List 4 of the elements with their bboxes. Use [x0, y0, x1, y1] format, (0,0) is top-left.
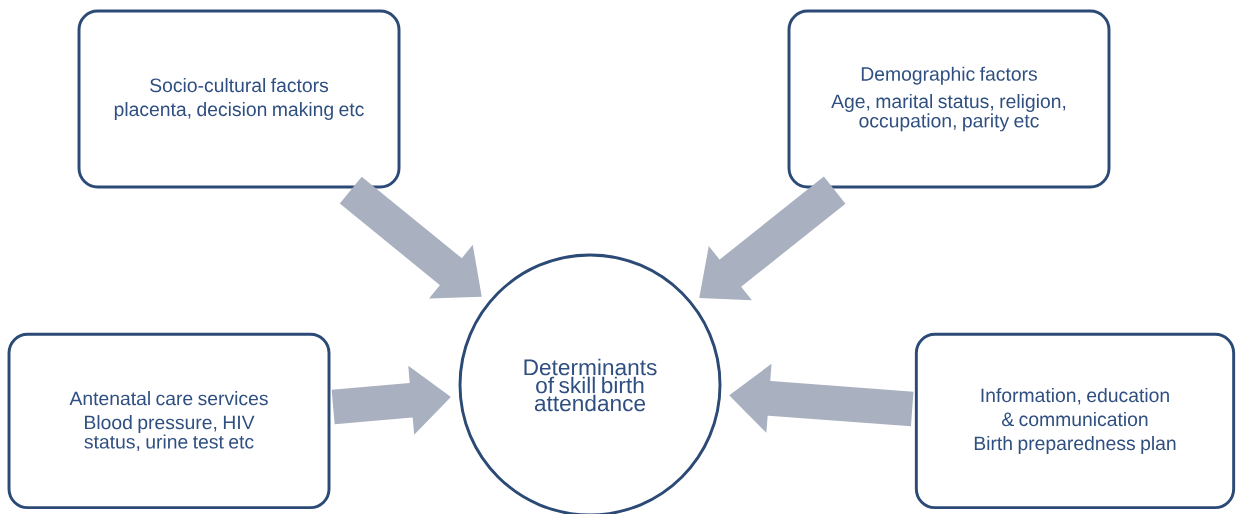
factor-box: Demographic factors Age, marital status, religion, occupation, parity etc: [787, 9, 1111, 189]
factor-box: Antenatal care services Blood pressure, HIV status, urine test etc: [7, 332, 331, 510]
factor-box: Information, education & communication Birth preparedness plan: [914, 332, 1236, 510]
factor-box: Socio-cultural factors placenta, decision making etc: [77, 9, 401, 189]
